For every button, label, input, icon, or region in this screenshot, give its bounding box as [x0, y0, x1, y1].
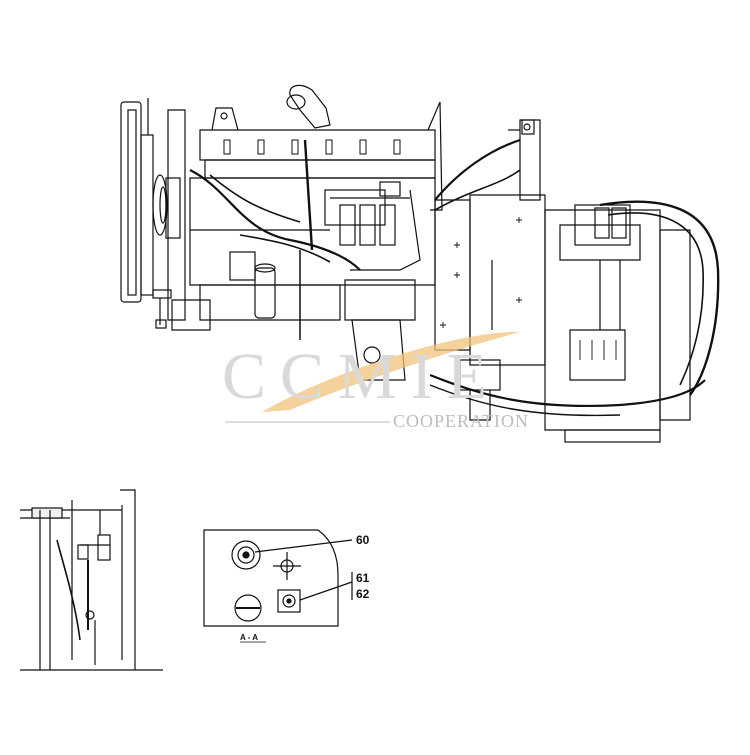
callout-62: 62 [356, 587, 370, 601]
watermark-main-text: CCMIE [222, 340, 501, 413]
section-label: A - A [240, 633, 258, 642]
callout-60: 60 [356, 533, 370, 547]
watermark-swoosh [262, 331, 520, 412]
callout-61: 61 [356, 571, 370, 585]
watermark: CCMIE COOPERATION [222, 331, 529, 431]
watermark-sub-text: COOPERATION [393, 411, 529, 431]
engine-assembly-drawing [120, 84, 720, 443]
section-a-a-drawing [203, 529, 353, 627]
detail-view-drawing [20, 489, 163, 671]
